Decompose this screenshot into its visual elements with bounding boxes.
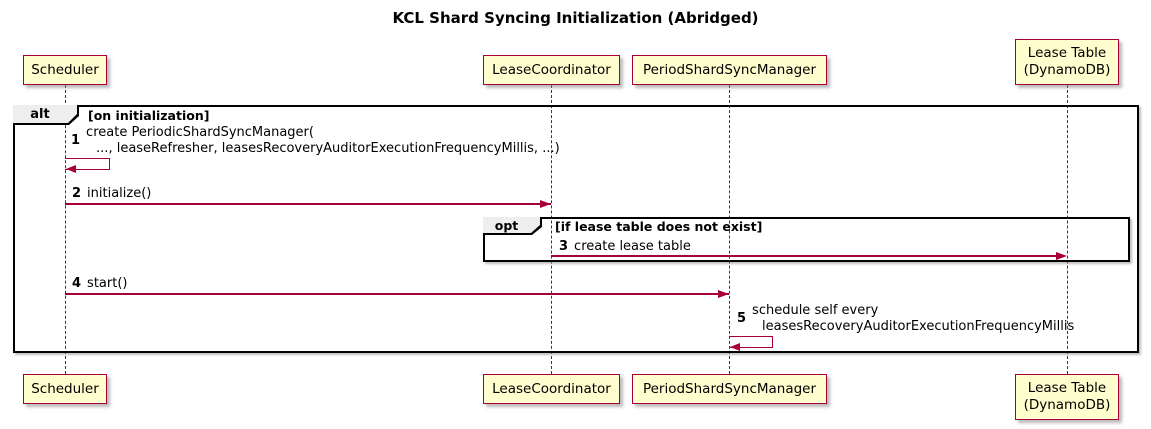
message-4-text: start(): [87, 276, 128, 291]
participant-lease-table-top: Lease Table (DynamoDB): [1015, 39, 1119, 85]
opt-frame-label: opt: [483, 217, 540, 233]
participant-period-shard-sync-manager-label: PeriodShardSyncManager: [642, 380, 817, 397]
message-5-arrowhead: [730, 343, 740, 351]
participant-lease-table-bottom: Lease Table (DynamoDB): [1015, 374, 1119, 420]
message-3-text: create lease table: [574, 239, 691, 254]
message-1-label: 1 create PeriodicShardSyncManager( ..., …: [71, 125, 560, 157]
message-2-arrowhead: [540, 199, 551, 208]
message-5-text: schedule self every leasesRecoveryAudito…: [752, 303, 1075, 334]
alt-frame-label: alt: [13, 105, 77, 123]
participant-period-shard-sync-manager-label: PeriodShardSyncManager: [642, 61, 817, 78]
alt-frame-guard: [on initialization]: [88, 108, 210, 123]
alt-frame-label-pentagon: alt: [13, 105, 79, 125]
opt-frame-label-pentagon: opt: [483, 217, 542, 235]
message-4-label: 4 start(): [72, 276, 127, 292]
lifeline-lease-table: [1067, 85, 1068, 374]
message-4-arrow-line: [65, 293, 729, 295]
participant-scheduler-label: Scheduler: [31, 380, 99, 397]
lifeline-lease-coordinator: [551, 85, 552, 374]
message-4-number: 4: [72, 276, 82, 291]
message-2-text: initialize(): [87, 186, 152, 201]
message-2-label: 2 initialize(): [72, 186, 151, 202]
participant-scheduler-top: Scheduler: [23, 55, 107, 85]
participant-lease-table-label-line1: Lease Table: [1027, 380, 1107, 396]
participant-lease-coordinator-bottom: LeaseCoordinator: [483, 374, 620, 404]
lifeline-scheduler: [65, 85, 66, 374]
message-1-arrowhead: [66, 165, 76, 173]
participant-lease-coordinator-label: LeaseCoordinator: [492, 380, 611, 397]
message-3-arrow-line: [551, 255, 1056, 257]
alt-frame-label-text: alt: [30, 106, 50, 122]
participant-period-shard-sync-manager-top: PeriodShardSyncManager: [632, 55, 827, 85]
participant-scheduler-label: Scheduler: [31, 61, 99, 78]
lifeline-period-shard-sync-manager: [729, 85, 730, 374]
message-3-label: 3 create lease table: [559, 239, 691, 255]
participant-lease-table-label-line2: (DynamoDB): [1023, 62, 1111, 78]
participant-lease-coordinator-top: LeaseCoordinator: [483, 55, 620, 85]
participant-lease-coordinator-label: LeaseCoordinator: [492, 61, 611, 78]
diagram-title: KCL Shard Syncing Initialization (Abridg…: [392, 9, 759, 27]
participant-lease-table-label-line2: (DynamoDB): [1023, 397, 1111, 413]
message-4-arrowhead: [718, 289, 729, 298]
message-5-self-arrow: [729, 336, 773, 348]
opt-frame-guard: [if lease table does not exist]: [555, 219, 763, 234]
opt-frame: opt [if lease table does not exist]: [483, 217, 1130, 262]
message-5-label: 5 schedule self every leasesRecoveryAudi…: [737, 303, 1074, 335]
message-1-number: 1: [71, 133, 81, 148]
message-1-text: create PeriodicShardSyncManager( ..., le…: [86, 125, 560, 156]
message-3-number: 3: [559, 239, 569, 254]
message-5-number: 5: [737, 311, 747, 326]
participant-scheduler-bottom: Scheduler: [23, 374, 107, 404]
message-1-self-arrow: [65, 158, 110, 170]
message-2-arrow-line: [65, 203, 551, 205]
message-3-arrowhead: [1056, 251, 1067, 260]
alt-frame: alt [on initialization]: [13, 105, 1139, 353]
participant-period-shard-sync-manager-bottom: PeriodShardSyncManager: [632, 374, 827, 404]
opt-frame-label-text: opt: [494, 217, 519, 233]
participant-lease-table-label-line1: Lease Table: [1027, 45, 1107, 61]
message-2-number: 2: [72, 186, 82, 201]
